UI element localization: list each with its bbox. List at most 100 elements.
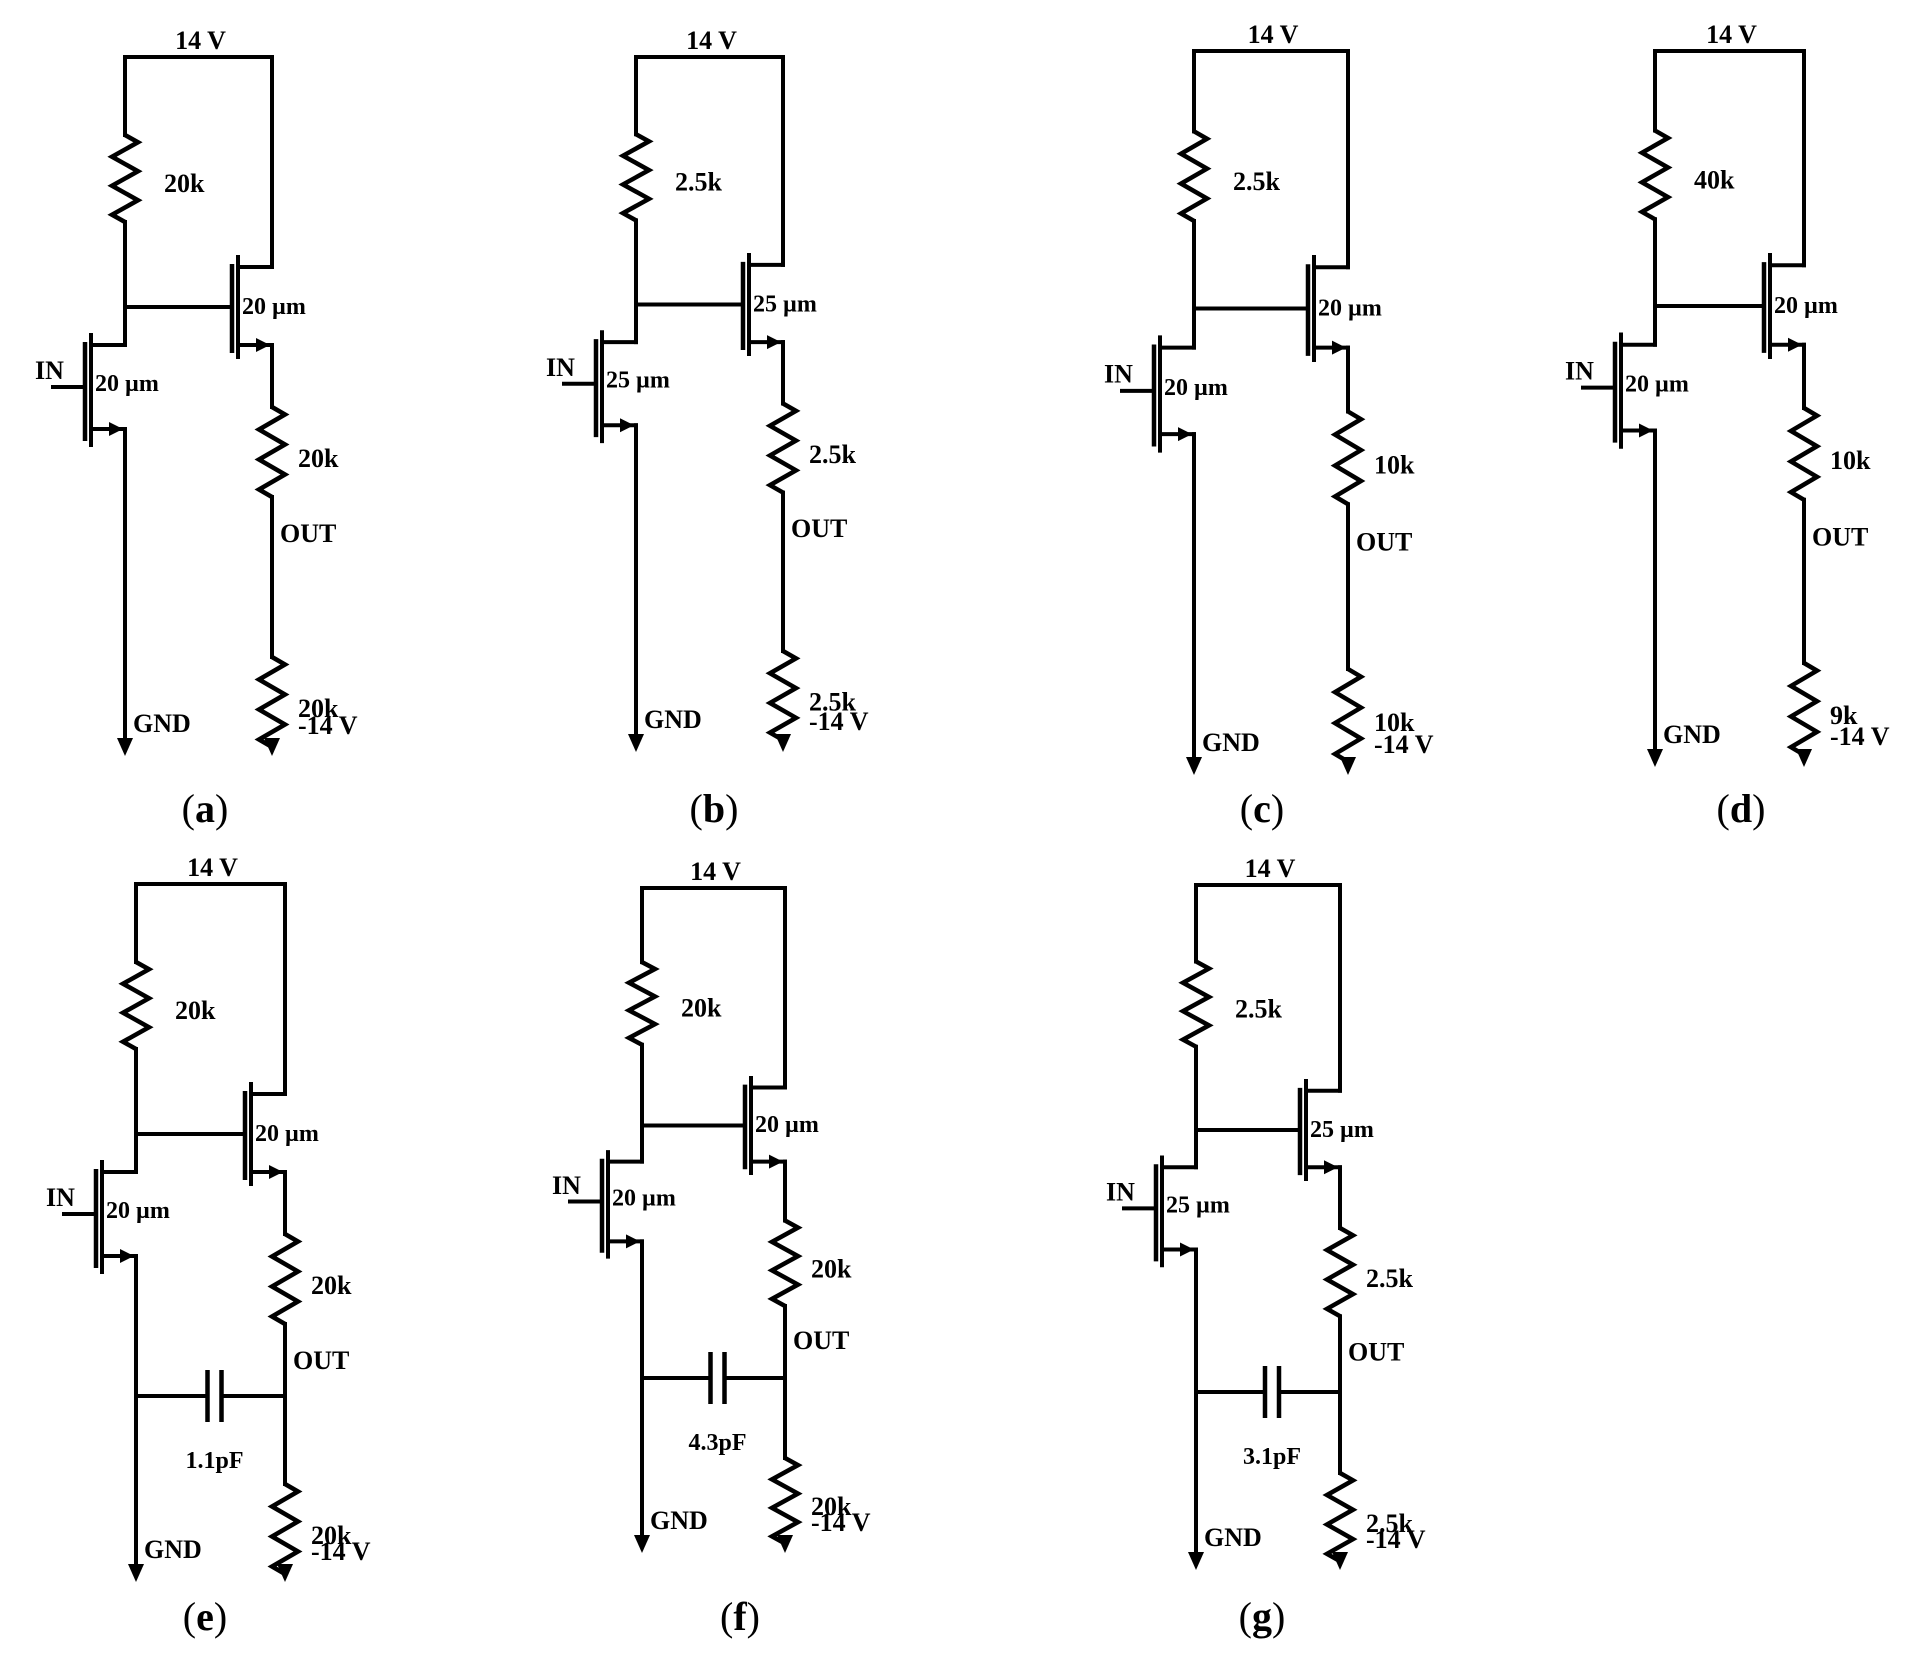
drain-resistor-label: 2.5k bbox=[1233, 167, 1281, 196]
supply-negative-label: -14 V bbox=[811, 1508, 871, 1537]
output-label: OUT bbox=[1356, 528, 1412, 557]
top-resistor bbox=[767, 1218, 803, 1308]
bottom-resistor-label: 20k bbox=[811, 1492, 852, 1521]
q2-source-arrow bbox=[1788, 337, 1802, 352]
panel-caption: (b) bbox=[690, 786, 739, 831]
q1-source-arrow bbox=[120, 1249, 134, 1263]
q1-width-label: 20 µm bbox=[1625, 372, 1689, 398]
supply-positive-label: 14 V bbox=[686, 26, 737, 55]
q2-width-label: 25 µm bbox=[753, 291, 817, 317]
bottom-resistor-label: 9k bbox=[1830, 701, 1858, 730]
negative-supply-arrow bbox=[1332, 1552, 1348, 1570]
top-resistor-label: 10k bbox=[1374, 450, 1415, 479]
drain-resistor-label: 2.5k bbox=[675, 168, 723, 197]
bottom-resistor bbox=[267, 1482, 303, 1576]
q1-source-arrow bbox=[1178, 427, 1192, 442]
ground-label: GND bbox=[133, 709, 191, 738]
bottom-resistor-label: 2.5k bbox=[1366, 1509, 1414, 1538]
output-label: OUT bbox=[793, 1326, 849, 1355]
drain-resistor bbox=[118, 960, 154, 1051]
q1-width-label: 20 µm bbox=[95, 371, 159, 397]
q1-source-arrow bbox=[1639, 423, 1653, 438]
negative-supply-arrow bbox=[264, 738, 280, 756]
capacitor-label: 1.1pF bbox=[185, 1448, 243, 1474]
bottom-resistor-label: 2.5k bbox=[809, 687, 857, 716]
q2-source-arrow bbox=[1324, 1160, 1338, 1175]
supply-negative-label: -14 V bbox=[1374, 730, 1434, 759]
top-resistor-label: 20k bbox=[311, 1271, 352, 1300]
q1-source-arrow bbox=[1180, 1242, 1194, 1257]
q2-source-arrow bbox=[256, 338, 270, 352]
negative-supply-arrow bbox=[777, 1535, 793, 1553]
panel-caption: (g) bbox=[1239, 1594, 1286, 1639]
ground-arrow bbox=[1647, 749, 1663, 767]
drain-resistor bbox=[618, 132, 654, 223]
top-resistor-label: 20k bbox=[811, 1255, 852, 1284]
bottom-resistor-label: 20k bbox=[298, 694, 339, 723]
panel-caption-letter: b bbox=[703, 786, 725, 831]
q2-source-arrow bbox=[767, 335, 781, 350]
supply-negative-label: -14 V bbox=[298, 711, 358, 740]
drain-resistor bbox=[1178, 959, 1214, 1049]
drain-resistor bbox=[107, 133, 143, 224]
q1-width-label: 25 µm bbox=[606, 368, 670, 394]
capacitor-label: 4.3pF bbox=[688, 1430, 746, 1456]
panel-caption-letter: c bbox=[1253, 786, 1271, 831]
drain-resistor-label: 40k bbox=[1694, 166, 1735, 195]
bottom-resistor bbox=[767, 1456, 803, 1546]
panel-caption-letter: a bbox=[195, 786, 215, 831]
panel-caption-letter: g bbox=[1252, 1594, 1272, 1639]
bottom-resistor bbox=[254, 655, 290, 749]
output-label: OUT bbox=[1812, 523, 1868, 552]
top-resistor bbox=[1330, 409, 1366, 507]
panel-caption: (c) bbox=[1240, 786, 1284, 831]
top-resistor-label: 20k bbox=[298, 444, 339, 473]
ground-arrow bbox=[128, 1564, 144, 1582]
panel-caption: (f) bbox=[720, 1594, 760, 1639]
q2-width-label: 25 µm bbox=[1310, 1117, 1374, 1143]
q2-width-label: 20 µm bbox=[255, 1121, 319, 1147]
q2-source-arrow bbox=[269, 1165, 283, 1179]
supply-positive-label: 14 V bbox=[187, 853, 238, 882]
negative-supply-arrow bbox=[775, 734, 791, 752]
panel-caption-letter: e bbox=[196, 1594, 214, 1639]
drain-resistor-label: 20k bbox=[681, 993, 722, 1022]
panel-caption-letter: f bbox=[733, 1594, 747, 1639]
supply-positive-label: 14 V bbox=[1248, 20, 1299, 49]
q1-width-label: 20 µm bbox=[1164, 375, 1228, 401]
drain-resistor-label: 2.5k bbox=[1235, 994, 1283, 1023]
ground-label: GND bbox=[1663, 720, 1721, 749]
q2-width-label: 20 µm bbox=[755, 1112, 819, 1138]
drain-resistor bbox=[1176, 129, 1212, 223]
input-label: IN bbox=[46, 1183, 75, 1212]
output-label: OUT bbox=[1348, 1337, 1404, 1366]
supply-negative-label: -14 V bbox=[1830, 722, 1890, 751]
capacitor-label: 3.1pF bbox=[1243, 1444, 1301, 1470]
panel-caption-letter: d bbox=[1730, 786, 1752, 831]
drain-resistor-label: 20k bbox=[175, 996, 216, 1025]
ground-label: GND bbox=[650, 1506, 708, 1535]
panel-caption: (d) bbox=[1717, 786, 1766, 831]
q1-width-label: 20 µm bbox=[106, 1198, 170, 1224]
q1-source-arrow bbox=[620, 418, 634, 433]
negative-supply-arrow bbox=[277, 1564, 293, 1582]
top-resistor bbox=[254, 405, 290, 499]
top-resistor bbox=[1786, 406, 1822, 502]
top-resistor bbox=[1322, 1226, 1358, 1319]
supply-positive-label: 14 V bbox=[1245, 854, 1296, 883]
bottom-resistor-label: 20k bbox=[311, 1521, 352, 1550]
bottom-resistor-label: 10k bbox=[1374, 708, 1415, 737]
output-label: OUT bbox=[293, 1346, 349, 1375]
panel-caption: (e) bbox=[183, 1594, 227, 1639]
ground-label: GND bbox=[644, 705, 702, 734]
negative-supply-arrow bbox=[1796, 749, 1812, 767]
drain-resistor bbox=[1637, 128, 1673, 222]
output-label: OUT bbox=[791, 514, 847, 543]
q2-source-arrow bbox=[769, 1154, 783, 1169]
